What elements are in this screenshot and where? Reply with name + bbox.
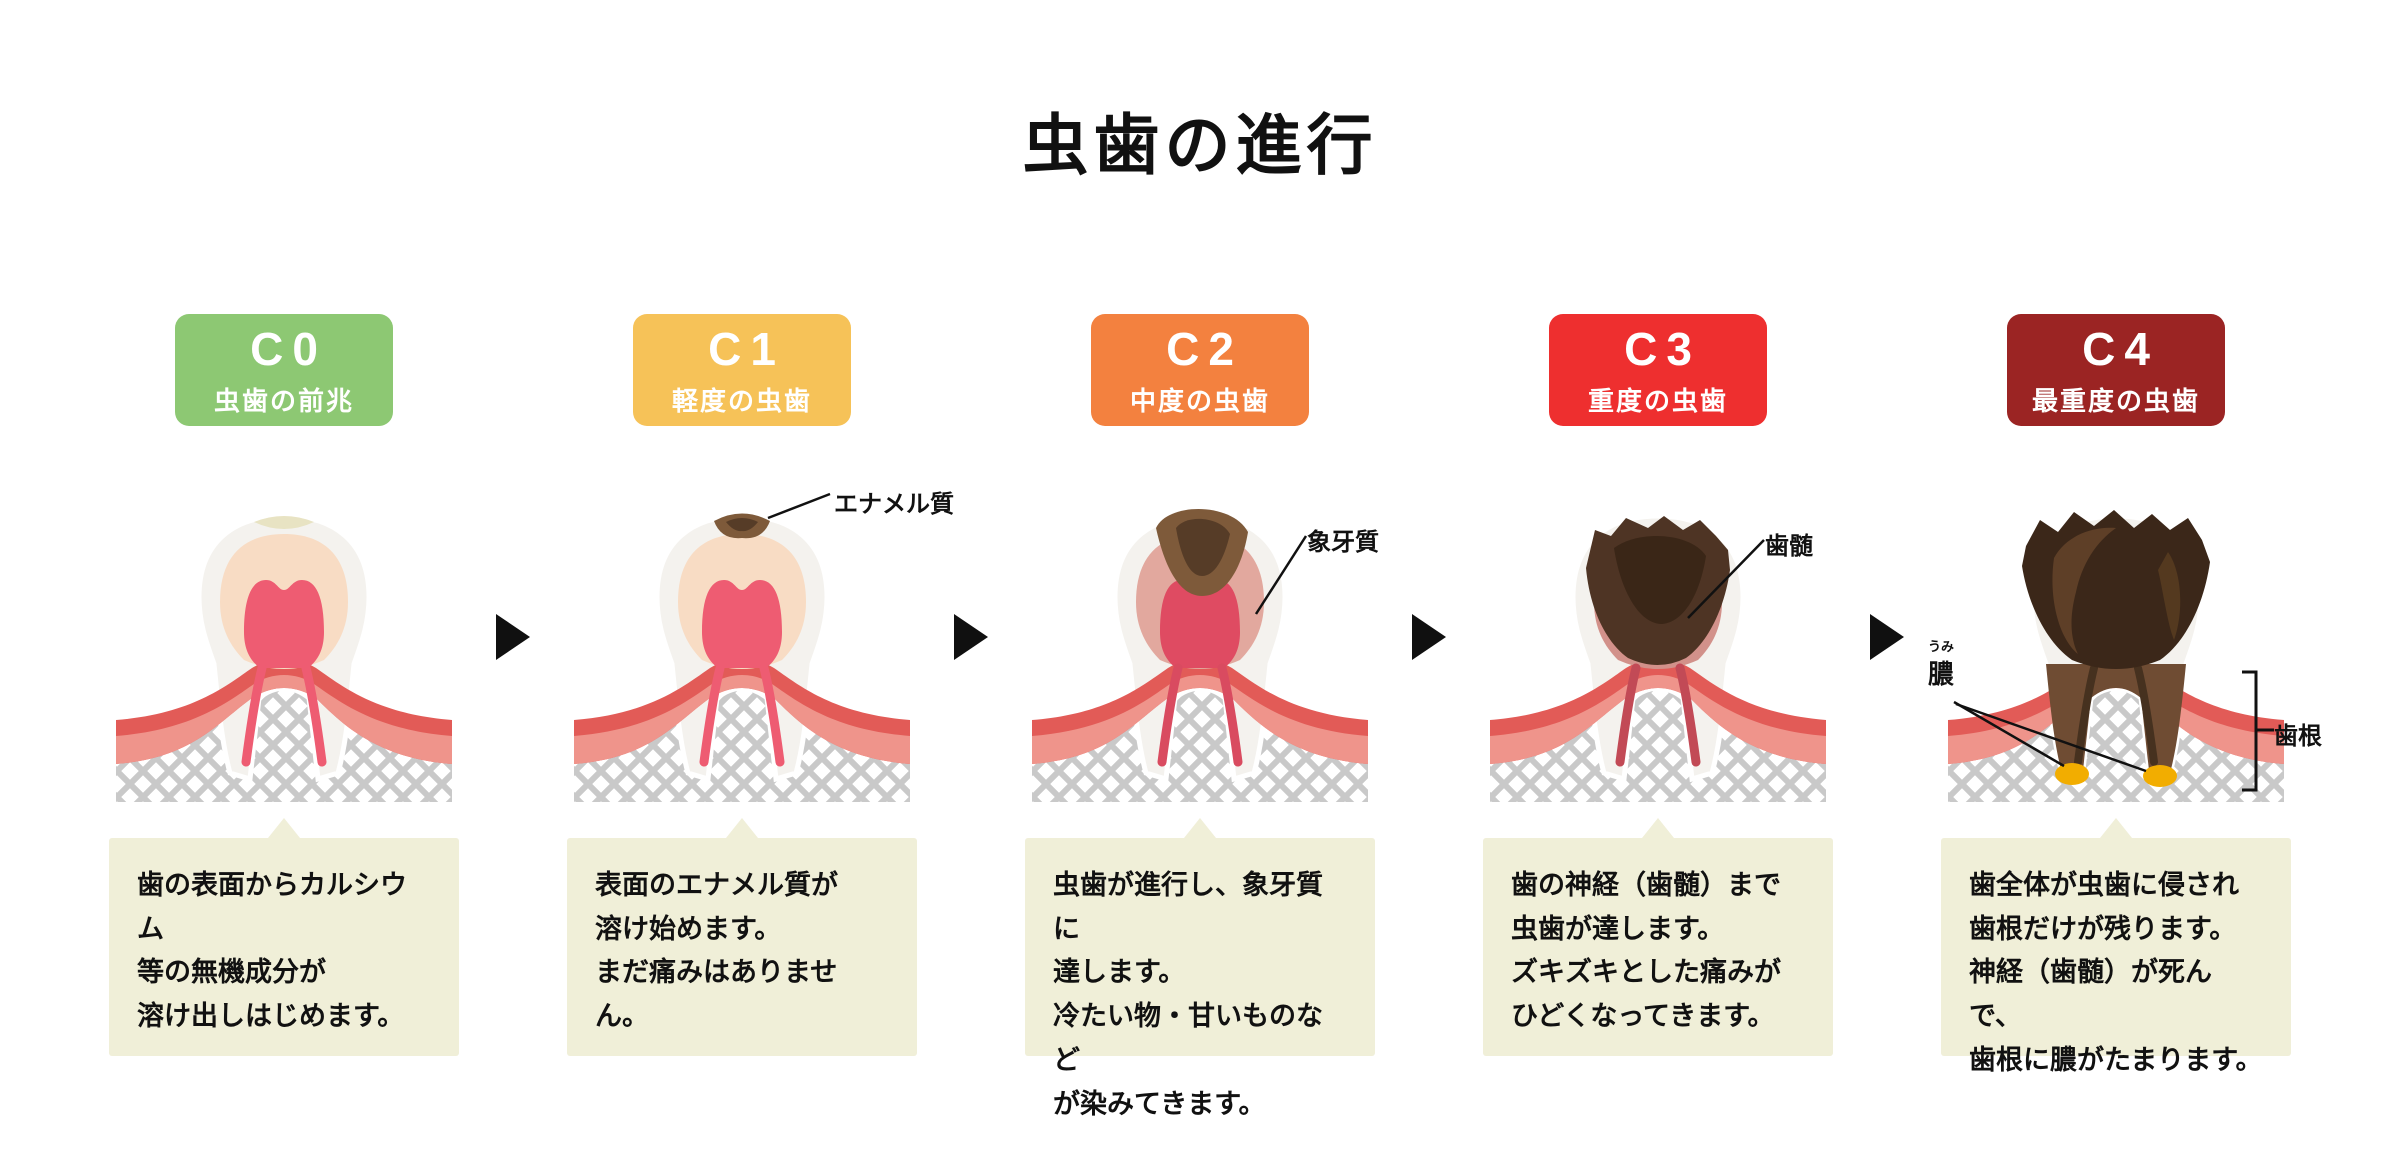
- stage-badge-c4: C4 最重度の虫歯: [2007, 314, 2225, 426]
- stage-description-text: 歯の表面からカルシウム 等の無機成分が 溶け出しはじめます。: [137, 870, 407, 1032]
- next-stage-arrow: [474, 314, 552, 660]
- next-stage-arrow: [1848, 314, 1926, 660]
- stage-badge-c1: C1 軽度の虫歯: [633, 314, 851, 426]
- stage-c2: C2 中度の虫歯 象牙質 虫歯が進行し、象牙質に 達します。 冷たい物・甘いもの…: [1010, 314, 1390, 1119]
- stage-c3: C3 重度の虫歯 歯髄 歯の神経（歯髄）まで 虫歯が達します。 ズキズキとした痛…: [1468, 314, 1848, 1056]
- annotation-dentin-label: 象牙質: [1307, 529, 1379, 556]
- stage-code: C4: [2082, 323, 2159, 375]
- stage-c1: C1 軽度の虫歯 エナメル質 表面のエナメル質が 溶け始めます。 まだ痛みはあり…: [552, 314, 954, 1056]
- stage-code: C2: [1166, 323, 1243, 375]
- stage-description-text: 歯全体が虫歯に侵され 歯根だけが残ります。 神経（歯髄）が死んで、 歯根に膿がた…: [1969, 870, 2263, 1075]
- stage-description-box: 歯全体が虫歯に侵され 歯根だけが残ります。 神経（歯髄）が死んで、 歯根に膿がた…: [1941, 818, 2291, 1075]
- tooth-diagram: [1478, 472, 1838, 808]
- page-title: 虫歯の進行: [1022, 108, 1378, 182]
- arrow-right-icon: [496, 614, 530, 660]
- tooth-diagram: [104, 472, 464, 808]
- annotation-enamel-label: エナメル質: [834, 491, 954, 518]
- stage-description-box: 歯の神経（歯髄）まで 虫歯が達します。 ズキズキとした痛みが ひどくなってきます…: [1483, 818, 1833, 1056]
- stage-badge-c3: C3 重度の虫歯: [1549, 314, 1767, 426]
- stage-code: C1: [708, 323, 785, 375]
- stage-code: C3: [1624, 323, 1701, 375]
- tooth-illustration-c2: 象牙質: [1010, 472, 1390, 808]
- tooth-diagram: [1936, 472, 2296, 808]
- next-stage-arrow: [932, 314, 1010, 660]
- stage-description-box: 表面のエナメル質が 溶け始めます。 まだ痛みはありません。: [567, 818, 917, 1056]
- stage-name: 中度の虫歯: [1129, 386, 1270, 416]
- annotation-pus-label: うみ 膿: [1928, 639, 1955, 691]
- annotation-pus-text: 膿: [1928, 659, 1955, 690]
- stage-description-text: 歯の神経（歯髄）まで 虫歯が達します。 ズキズキとした痛みが ひどくなってきます…: [1511, 870, 1781, 1032]
- stage-c0: C0 虫歯の前兆 歯の表面からカルシウム 等の無機成分が 溶け出しはじめます。: [94, 314, 474, 1056]
- annotation-pus-furigana: うみ: [1928, 639, 1955, 654]
- stage-name: 最重度の虫歯: [2031, 386, 2200, 416]
- stage-name: 重度の虫歯: [1587, 386, 1728, 416]
- stage-description-text: 表面のエナメル質が 溶け始めます。 まだ痛みはありません。: [595, 870, 838, 1032]
- stage-description-box: 歯の表面からカルシウム 等の無機成分が 溶け出しはじめます。: [109, 818, 459, 1056]
- arrow-right-icon: [1870, 614, 1904, 660]
- tooth-illustration-c1: エナメル質: [552, 472, 954, 808]
- stage-code: C0: [250, 323, 327, 375]
- stages-row: C0 虫歯の前兆 歯の表面からカルシウム 等の無機成分が 溶け出しはじめます。 …: [0, 314, 2400, 1119]
- tooth-diagram: [1020, 472, 1380, 808]
- stage-name: 軽度の虫歯: [671, 386, 812, 416]
- tooth-diagram: [562, 472, 922, 808]
- arrow-right-icon: [1412, 614, 1446, 660]
- stage-description-text: 虫歯が進行し、象牙質に 達します。 冷たい物・甘いものなど が染みてきます。: [1053, 870, 1323, 1119]
- stage-description-box: 虫歯が進行し、象牙質に 達します。 冷たい物・甘いものなど が染みてきます。: [1025, 818, 1375, 1119]
- annotation-pulp-label: 歯髄: [1765, 533, 1813, 560]
- tooth-illustration-c3: 歯髄: [1468, 472, 1848, 808]
- arrow-right-icon: [954, 614, 988, 660]
- tooth-illustration-c4: うみ 膿 歯根: [1926, 472, 2322, 808]
- next-stage-arrow: [1390, 314, 1468, 660]
- tooth-illustration-c0: [94, 472, 474, 808]
- stage-c4: C4 最重度の虫歯 うみ 膿 歯根 歯全体が虫歯に侵され 歯根だけが残ります。 …: [1926, 314, 2322, 1075]
- stage-badge-c0: C0 虫歯の前兆: [175, 314, 393, 426]
- stage-name: 虫歯の前兆: [213, 386, 354, 416]
- stage-badge-c2: C2 中度の虫歯: [1091, 314, 1309, 426]
- annotation-root-label: 歯根: [2274, 723, 2322, 750]
